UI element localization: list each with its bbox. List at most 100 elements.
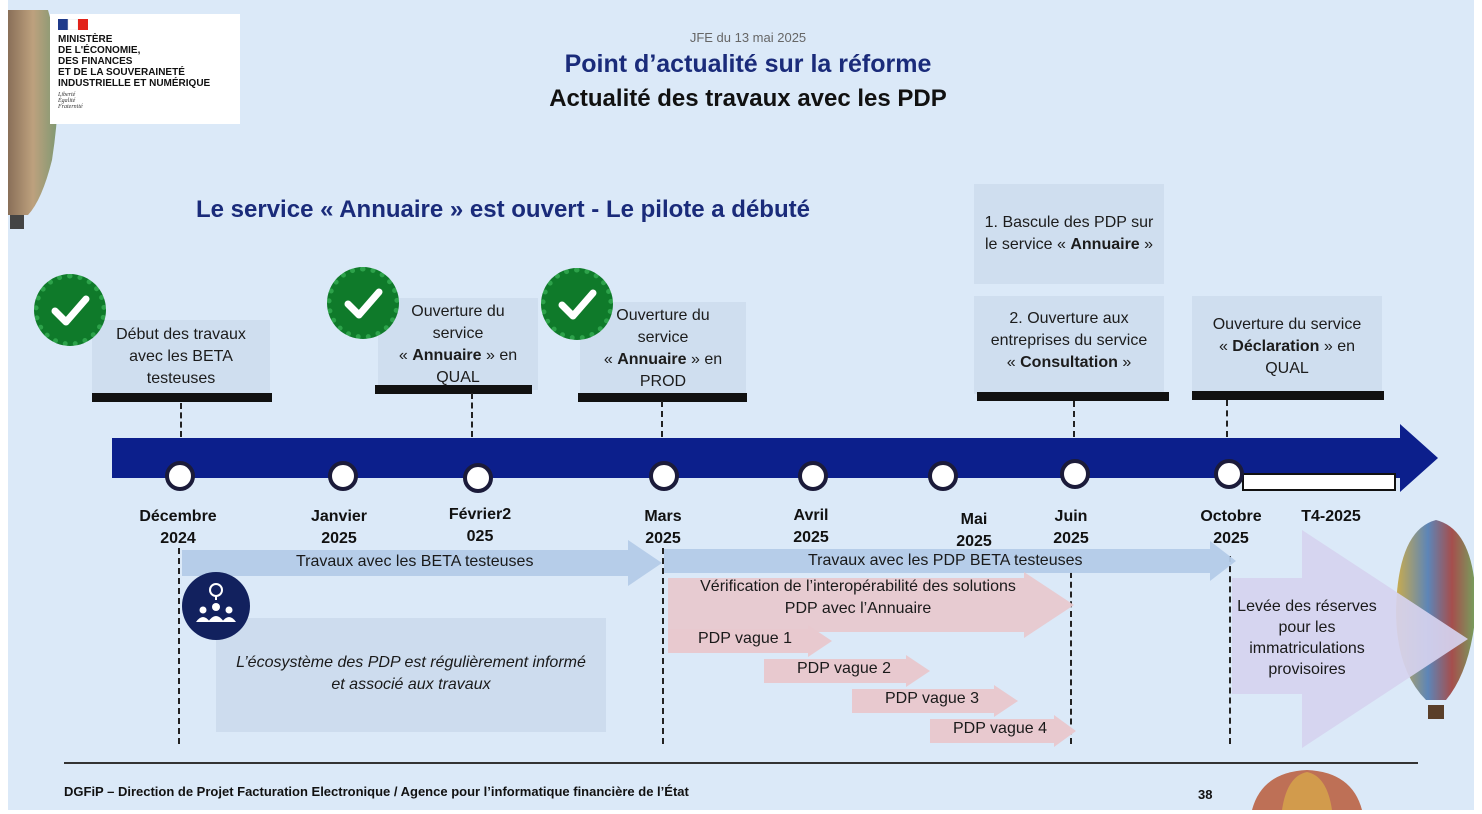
text-line: 1. Bascule des PDP sur: [984, 214, 1154, 231]
text-line: Ouverture du: [616, 307, 710, 324]
headline: Le service « Annuaire » est ouvert - Le …: [196, 196, 810, 223]
text-line: Fraternité: [58, 104, 83, 110]
text-line: pour les: [1278, 619, 1336, 636]
t4-period-bar: [1242, 473, 1396, 491]
period-divider: [662, 548, 664, 744]
text-line: Liberté: [58, 92, 76, 98]
french-flag-icon: [58, 19, 88, 30]
timeline-node: [165, 461, 195, 491]
text-line: le service « Annuaire »: [984, 236, 1154, 253]
milestone-qual-annuaire: Ouverture du service « Annuaire » en QUAL: [378, 298, 538, 390]
check-badge-icon: [327, 267, 399, 339]
pdp-wave-arrow: PDP vague 2: [764, 655, 930, 687]
connector: [1226, 400, 1228, 437]
pdp-wave-arrow: PDP vague 1: [668, 625, 832, 657]
track-pdp-beta-label: Travaux avec les PDP BETA testeuses: [808, 552, 1083, 569]
text-line: DE L'ÉCONOMIE,: [58, 45, 141, 56]
page-title: Point d’actualité sur la réforme: [564, 50, 932, 78]
pdp-wave-arrow: PDP vague 3: [852, 685, 1018, 717]
milestone-prod-annuaire: Ouverture du service « Annuaire » en PROD: [580, 302, 746, 396]
pdp-wave-arrow: PDP vague 4: [930, 715, 1076, 747]
connector: [1073, 401, 1075, 437]
period-divider: [1070, 572, 1072, 744]
date-label: T4-2025: [1301, 508, 1361, 525]
milestone-declaration: Ouverture du service « Déclaration » en QU…: [1192, 296, 1382, 392]
text-line: Début des travaux: [116, 326, 246, 343]
timeline-node: [328, 461, 358, 491]
text-line: « Consultation »: [1006, 354, 1132, 371]
track-arrow-interop: [668, 572, 1074, 638]
track-arrow-pdp-beta: [664, 541, 1236, 581]
milestone-underline: [92, 393, 272, 402]
text-line: 2. Ouverture aux: [1009, 310, 1129, 327]
text-line: ET DE LA SOUVERAINETÉ: [58, 67, 185, 78]
timeline-node: [463, 463, 493, 493]
text-line: immatriculations: [1249, 640, 1365, 657]
text-line: INDUSTRIELLE ET NUMÉRIQUE: [58, 78, 211, 89]
footer-text: DGFiP – Direction de Projet Facturation …: [64, 784, 689, 799]
track-interop-label: Vérification de l’interopérabilité des s…: [668, 576, 1048, 620]
track-arrow-beta: [182, 540, 662, 586]
text-line: « Annuaire » en: [398, 347, 518, 364]
text-line: L’écosystème des PDP est régulièrement i…: [236, 654, 586, 671]
milestone-debut: Début des travaux avec les BETA testeuses: [92, 320, 270, 396]
text-line: testeuses: [146, 370, 216, 387]
milestone-underline: [578, 393, 747, 402]
text-line: service: [432, 325, 484, 342]
text-line: Ouverture du: [411, 303, 505, 320]
check-badge-icon: [34, 274, 106, 346]
hot-air-balloon-icon: [1252, 770, 1362, 810]
period-divider: [1229, 556, 1231, 744]
hot-air-balloon-icon: [8, 10, 59, 229]
text-line: Égalité: [58, 98, 76, 104]
ecosystem-text: L’écosystème des PDP est régulièrement i…: [216, 652, 606, 696]
milestone-bascule: 1. Bascule des PDP sur le service « Annua…: [974, 184, 1164, 284]
team-idea-icon: [182, 572, 250, 640]
text-line: « Annuaire » en: [603, 351, 723, 368]
text-line: DES FINANCES: [58, 56, 133, 67]
connector: [180, 403, 182, 437]
page-number: 38: [1198, 787, 1213, 802]
timeline-node: [798, 461, 828, 491]
text-line: « Déclaration » en: [1218, 338, 1356, 355]
text-line: PDP avec l’Annuaire: [784, 600, 932, 617]
check-badge-icon: [541, 268, 613, 340]
milestone-underline: [375, 385, 532, 394]
milestone-consultation: 2. Ouverture aux entreprises du service « …: [974, 296, 1164, 394]
connector: [661, 401, 663, 437]
text-line: PROD: [639, 373, 687, 390]
text-line: service: [637, 329, 689, 346]
connector: [471, 393, 473, 437]
track-arrow-levee: [1232, 530, 1468, 748]
text-line: MINISTÈRE: [58, 34, 113, 45]
footer-divider: [64, 762, 1418, 764]
text-line: QUAL: [1265, 360, 1309, 377]
timeline-node: [928, 461, 958, 491]
timeline-node: [1060, 459, 1090, 489]
ecosystem-box: [216, 618, 606, 732]
event-label: JFE du 13 mai 2025: [689, 30, 807, 45]
text-line: avec les BETA: [129, 348, 233, 365]
timeline-arrow: [112, 424, 1438, 492]
text-line: et associé aux travaux: [331, 676, 491, 693]
period-divider: [178, 548, 180, 744]
text-line: Ouverture du service: [1212, 316, 1362, 333]
milestone-underline: [1192, 391, 1384, 400]
timeline-node: [1214, 459, 1244, 489]
timeline-node: [649, 461, 679, 491]
text-line: QUAL: [436, 369, 480, 386]
text-line: entreprises du service: [990, 332, 1148, 349]
text-line: Vérification de l’interopérabilité des s…: [700, 578, 1016, 595]
